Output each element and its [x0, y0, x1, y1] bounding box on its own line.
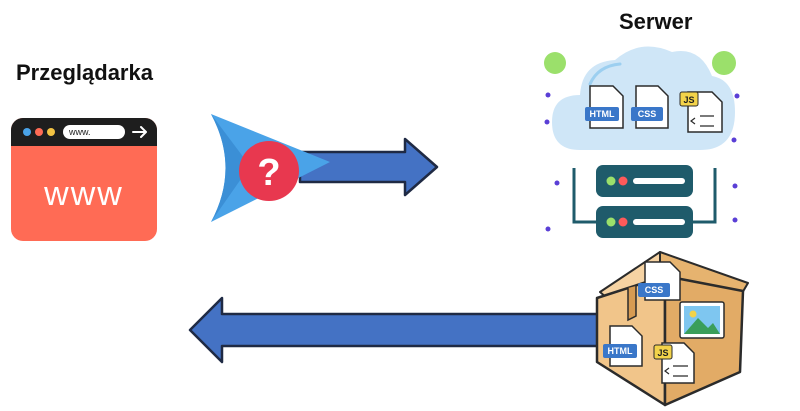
- question-mark-icon: ?: [239, 141, 299, 201]
- question-symbol: ?: [257, 152, 280, 194]
- response-arrow: [188, 296, 602, 364]
- package-js-label: JS: [657, 348, 668, 358]
- browser-url-text: www.: [68, 127, 91, 137]
- image-file-icon: [679, 301, 725, 339]
- browser-window-icon: www. www: [11, 118, 157, 241]
- file-html-icon: HTML: [603, 325, 643, 367]
- server-css-label: CSS: [638, 109, 657, 119]
- server-title: Serwer: [619, 9, 693, 34]
- browser-title: Przeglądarka: [16, 60, 153, 85]
- request-arrow: [298, 137, 439, 197]
- package-css-label: CSS: [645, 285, 664, 295]
- server-html-label: HTML: [590, 109, 615, 119]
- file-css-icon: CSS: [638, 261, 681, 301]
- package-html-label: HTML: [608, 346, 633, 356]
- browser-content-text: www: [43, 175, 124, 213]
- file-css-icon: CSS: [631, 85, 669, 129]
- file-html-icon: HTML: [585, 85, 624, 129]
- server-js-label: JS: [683, 95, 694, 105]
- file-js-icon: JS: [679, 91, 723, 133]
- server-rack-icon: [545, 165, 738, 238]
- file-js-icon: JS: [653, 342, 695, 384]
